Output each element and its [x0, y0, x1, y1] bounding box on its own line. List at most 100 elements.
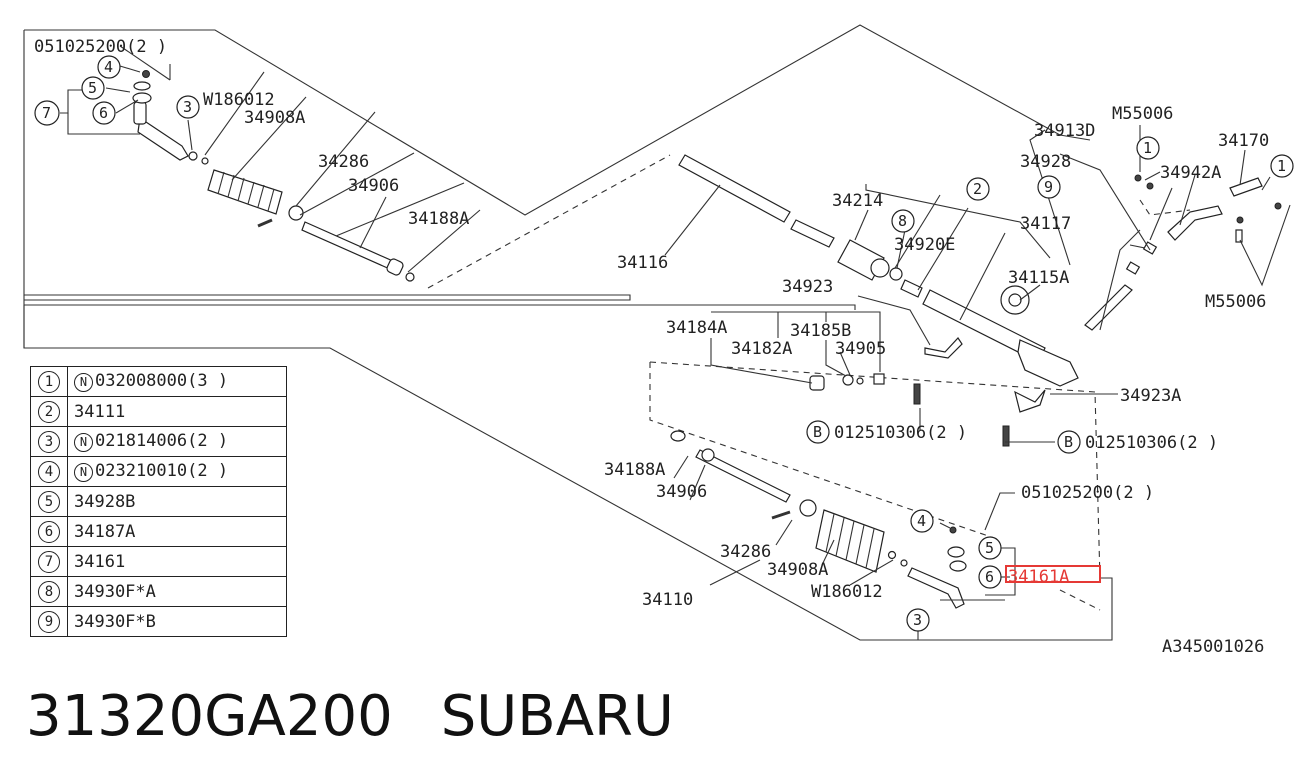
callout-3-top: 3 [183, 98, 192, 116]
callout-b-a: B [813, 423, 822, 441]
steering-gearbox [1017, 339, 1079, 387]
legend-row: 6 34187A [30, 516, 287, 547]
label-34286-bottom: 34286 [720, 542, 771, 562]
label-w186012-bottom: W186012 [811, 582, 883, 602]
legend-value: 023210010(2 ) [95, 461, 229, 481]
label-34188a-bottom: 34188A [604, 460, 665, 480]
part-labels: 051025200(2 ) W186012 34908A 34286 34906… [34, 37, 1269, 657]
callout-5-top: 5 [88, 79, 97, 97]
callout-9: 9 [1044, 178, 1053, 196]
label-34182a: 34182A [731, 339, 792, 359]
legend-row: 9 34930F*B [30, 606, 287, 637]
legend-key: 5 [38, 490, 60, 513]
label-34908a-top: 34908A [244, 108, 305, 128]
legend-key-cell: 4 [30, 456, 68, 487]
label-34928: 34928 [1020, 152, 1071, 172]
lower-tie-rod-assembly [670, 430, 985, 609]
legend-value-cell: 34930F*B [67, 606, 287, 637]
legend-key: 1 [38, 370, 60, 393]
legend-key-cell: 1 [30, 366, 68, 397]
callout-1-a: 1 [1143, 139, 1152, 157]
callout-1-b: 1 [1277, 157, 1286, 175]
label-34920e: 34920E [894, 235, 955, 255]
label-34906-top: 34906 [348, 176, 399, 196]
n-mark-icon: N [74, 463, 93, 482]
upper-tie-rod-assembly [132, 70, 415, 282]
legend-key-cell: 7 [30, 546, 68, 577]
label-34117: 34117 [1020, 214, 1071, 234]
label-34905: 34905 [835, 339, 886, 359]
legend-value: 34928B [74, 491, 136, 512]
legend-value: 34187A [74, 521, 136, 542]
label-34185b: 34185B [790, 321, 851, 341]
legend-value: 34111 [74, 401, 126, 422]
part-number: 31320GA200 [26, 684, 393, 749]
callout-5-bottom: 5 [985, 539, 994, 557]
legend-key-cell: 5 [30, 486, 68, 517]
reference-code: A345001026 [1162, 637, 1264, 657]
bracket-parts [809, 337, 1010, 447]
steering-column-joint [1125, 174, 1282, 275]
label-34942a: 34942A [1160, 163, 1221, 183]
callout-2: 2 [973, 180, 982, 198]
legend-row: 2 34111 [30, 396, 287, 427]
label-m55006-top: M55006 [1112, 104, 1173, 124]
frame-lines [23, 24, 1113, 641]
legend-key: 3 [38, 430, 60, 453]
callout-8: 8 [898, 212, 907, 230]
legend-value: 34930F*A [74, 581, 156, 602]
legend-key: 7 [38, 550, 60, 573]
legend-key: 6 [38, 520, 60, 543]
callout-7-top: 7 [42, 104, 51, 122]
callout-b-b: B [1064, 433, 1073, 451]
tie-rod-end-lower [907, 567, 965, 609]
legend-value: 032008000(3 ) [95, 371, 229, 391]
callout-4-top: 4 [104, 58, 113, 76]
legend-value: 34161 [74, 551, 126, 572]
legend-key-cell: 3 [30, 426, 68, 457]
brand-name: SUBARU [440, 684, 674, 749]
label-m55006-right: M55006 [1205, 292, 1266, 312]
legend-value-cell: 34930F*A [67, 576, 287, 607]
tie-rod-end-upper [137, 116, 189, 161]
label-34188a-top: 34188A [408, 209, 469, 229]
legend-value-cell: 34161 [67, 546, 287, 577]
callout-4-bottom: 4 [917, 512, 926, 530]
legend-key: 9 [38, 610, 60, 633]
highlight-box-34161a [1005, 565, 1101, 583]
legend-value-cell: 34928B [67, 486, 287, 517]
label-051025200-top: 051025200(2 ) [34, 37, 167, 57]
legend-row: 5 34928B [30, 486, 287, 517]
label-34214: 34214 [832, 191, 883, 211]
legend-value-cell: 34111 [67, 396, 287, 427]
legend-value: 021814006(2 ) [95, 431, 229, 451]
legend-key: 4 [38, 460, 60, 483]
label-34923: 34923 [782, 277, 833, 297]
boot-lower [815, 509, 885, 573]
label-34184a: 34184A [666, 318, 727, 338]
footer: 31320GA200 SUBARU [26, 684, 722, 749]
n-mark-icon: N [74, 433, 93, 452]
label-34906-bottom: 34906 [656, 482, 707, 502]
label-34170: 34170 [1218, 131, 1269, 151]
n-mark-icon: N [74, 373, 93, 392]
label-34110: 34110 [642, 590, 693, 610]
label-34115a: 34115A [1008, 268, 1069, 288]
label-012510306-a: 012510306(2 ) [834, 423, 967, 443]
legend-key-cell: 2 [30, 396, 68, 427]
label-051025200-bottom: 051025200(2 ) [1021, 483, 1154, 503]
label-34913d: 34913D [1034, 121, 1095, 141]
callout-6-bottom: 6 [985, 568, 994, 586]
legend-key-cell: 9 [30, 606, 68, 637]
legend-row: 8 34930F*A [30, 576, 287, 607]
legend-key-cell: 8 [30, 576, 68, 607]
legend-key-cell: 6 [30, 516, 68, 547]
label-34161a: 34161A [1008, 567, 1069, 587]
